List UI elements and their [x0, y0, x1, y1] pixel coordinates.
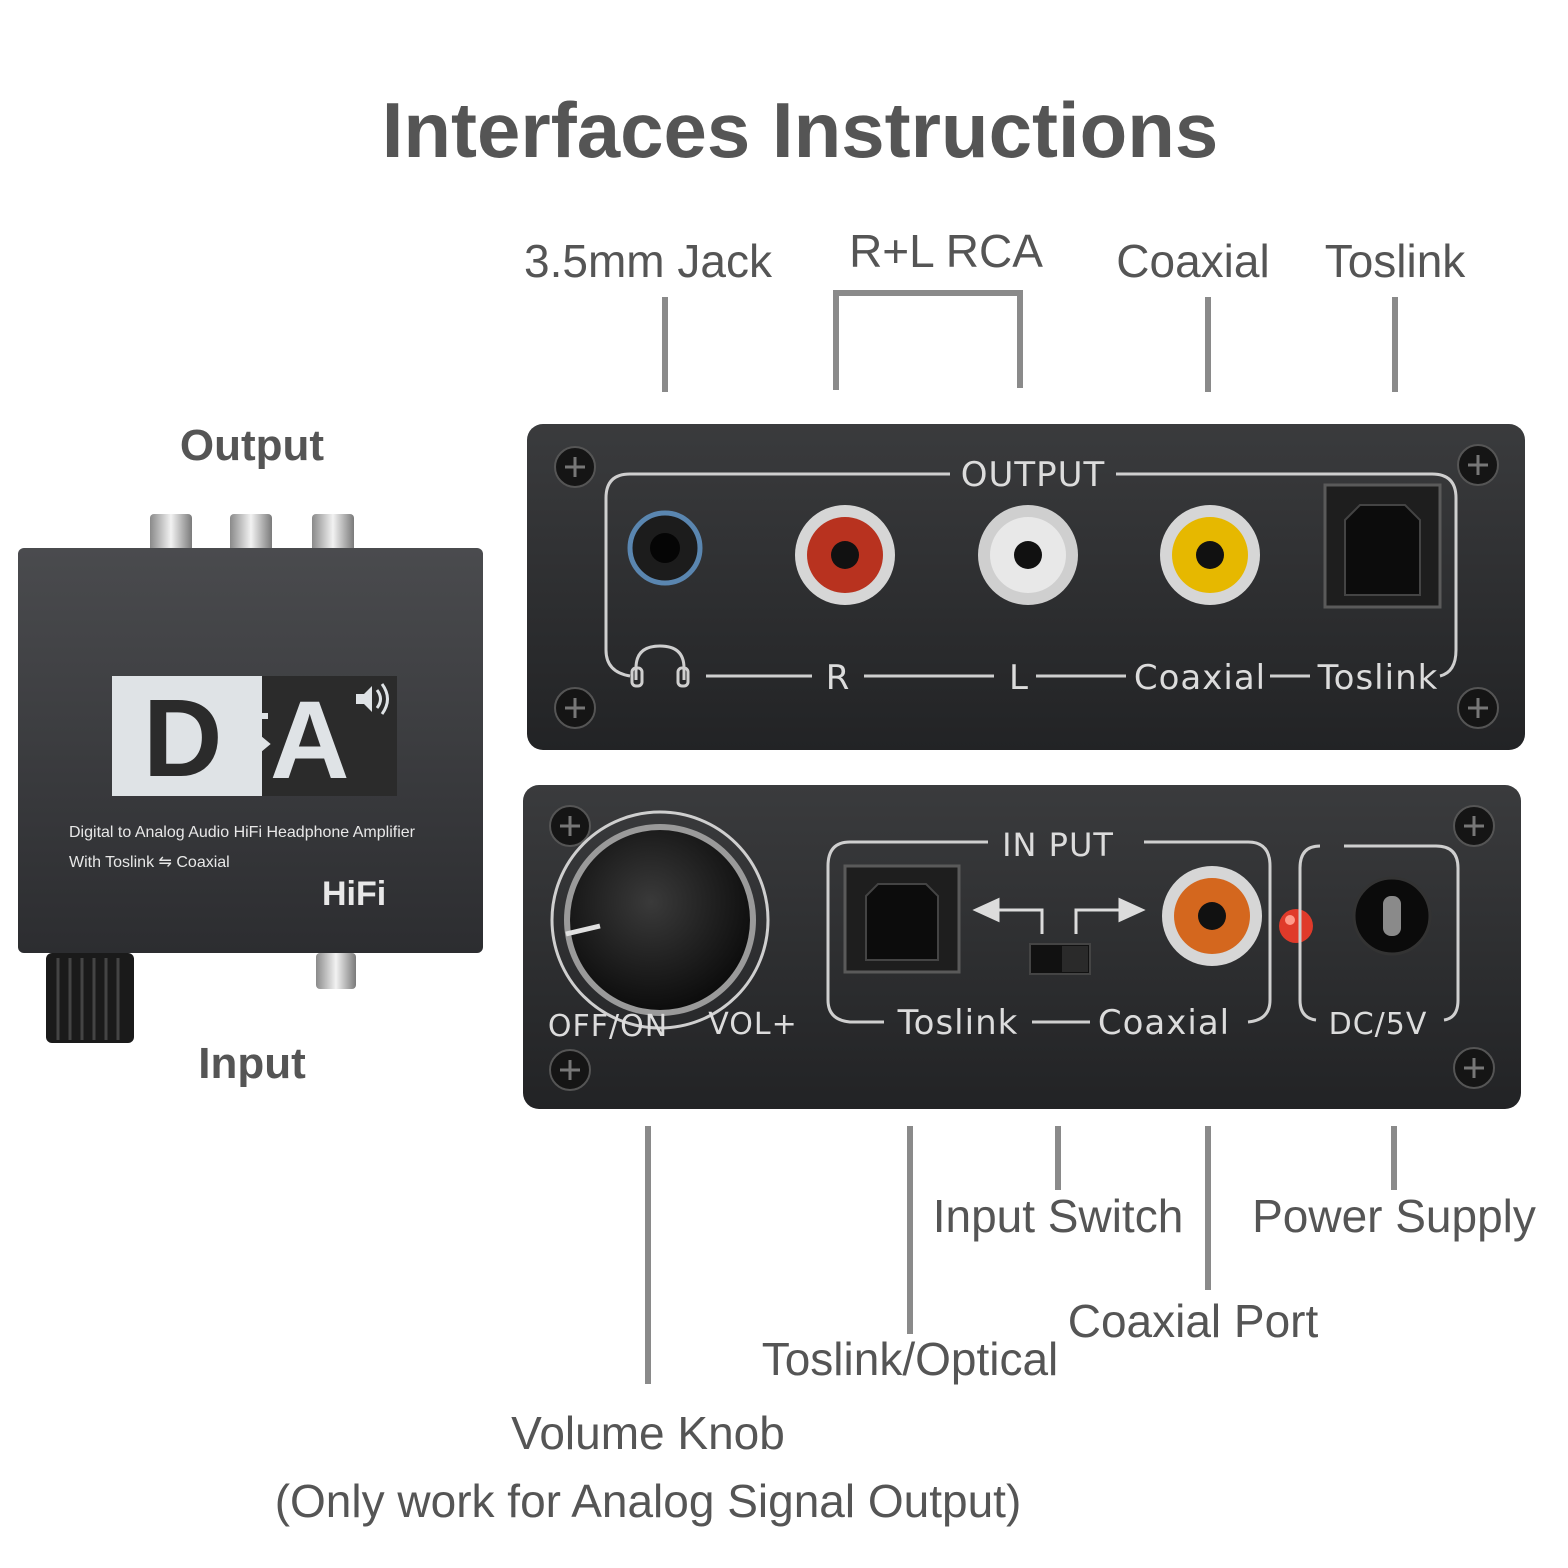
callout-coaxial-port: Coaxial Port: [1068, 1295, 1319, 1347]
logo-a: A: [270, 679, 349, 802]
output-side-label: Output: [180, 421, 325, 470]
power-led: [1279, 909, 1313, 943]
input-heading: IN PUT: [1002, 826, 1114, 864]
toslink-input-port: [843, 864, 961, 974]
rca-left-port: [978, 505, 1078, 605]
coaxial-output-port: [1160, 505, 1260, 605]
output-label-toslink: Toslink: [1317, 658, 1439, 698]
input-selector-switch: [1029, 943, 1091, 975]
switch-arrow-left-icon: [972, 897, 1044, 934]
volume-knob: [550, 810, 770, 1030]
output-heading: OUTPUT: [961, 455, 1106, 495]
headphone-icon: [630, 644, 690, 688]
front-bottom-rca: [316, 953, 356, 989]
top-callouts: 3.5mm Jack R+L RCA Coaxial Toslink: [524, 225, 1466, 392]
output-panel: OUTPUT: [527, 424, 1525, 750]
page-title: Interfaces Instructions: [382, 86, 1219, 174]
input-label-coaxial: Coaxial: [1098, 1003, 1230, 1043]
top-rca-connectors: [150, 514, 354, 554]
dc-power-jack: [1352, 876, 1432, 956]
callout-toslink-optical: Toslink/Optical: [762, 1333, 1059, 1385]
input-panel: OFF/ON VOL+ IN PUT Toslink: [523, 785, 1521, 1109]
rca-right-port: [795, 505, 895, 605]
callout-volume-note: (Only work for Analog Signal Output): [275, 1475, 1022, 1527]
coaxial-input-port: [1162, 866, 1262, 966]
input-label-toslink: Toslink: [897, 1003, 1019, 1043]
callout-power-supply: Power Supply: [1252, 1190, 1536, 1242]
bottom-callouts: Input Switch Power Supply Coaxial Port T…: [275, 1126, 1536, 1527]
callout-rl-rca: R+L RCA: [849, 225, 1043, 277]
switch-arrow-right-icon: [1074, 897, 1146, 934]
speaker-icon: [356, 683, 389, 715]
logo-d: D: [143, 677, 222, 800]
output-label-l: L: [1009, 658, 1029, 698]
device-description: Digital to Analog Audio HiFi Headphone A…: [69, 824, 416, 841]
toslink-output-port: [1323, 483, 1442, 609]
headphone-jack: [627, 510, 703, 586]
callout-volume-knob: Volume Knob: [511, 1407, 785, 1459]
dna-logo: D A: [112, 676, 397, 802]
device-front: Output D A Digital to Ana: [18, 421, 483, 1088]
callout-input-switch: Input Switch: [933, 1190, 1184, 1242]
callout-coaxial-out: Coaxial: [1116, 235, 1269, 287]
device-subdescription: With Toslink ⇋ Coaxial: [69, 854, 230, 871]
input-label-dc: DC/5V: [1329, 1007, 1428, 1042]
output-label-coaxial: Coaxial: [1134, 658, 1266, 698]
hifi-badge: HiFi: [322, 875, 386, 913]
input-side-label: Input: [198, 1039, 306, 1088]
front-knob: [46, 953, 134, 1043]
knob-label-vol: VOL+: [708, 1007, 797, 1042]
output-label-r: R: [826, 658, 851, 698]
callout-3-5mm-jack: 3.5mm Jack: [524, 235, 773, 287]
swap-arrows-icon: [229, 703, 271, 757]
knob-label-off-on: OFF/ON: [548, 1009, 668, 1044]
leader-rca-bracket: [833, 290, 1023, 390]
callout-toslink-out: Toslink: [1325, 235, 1467, 287]
